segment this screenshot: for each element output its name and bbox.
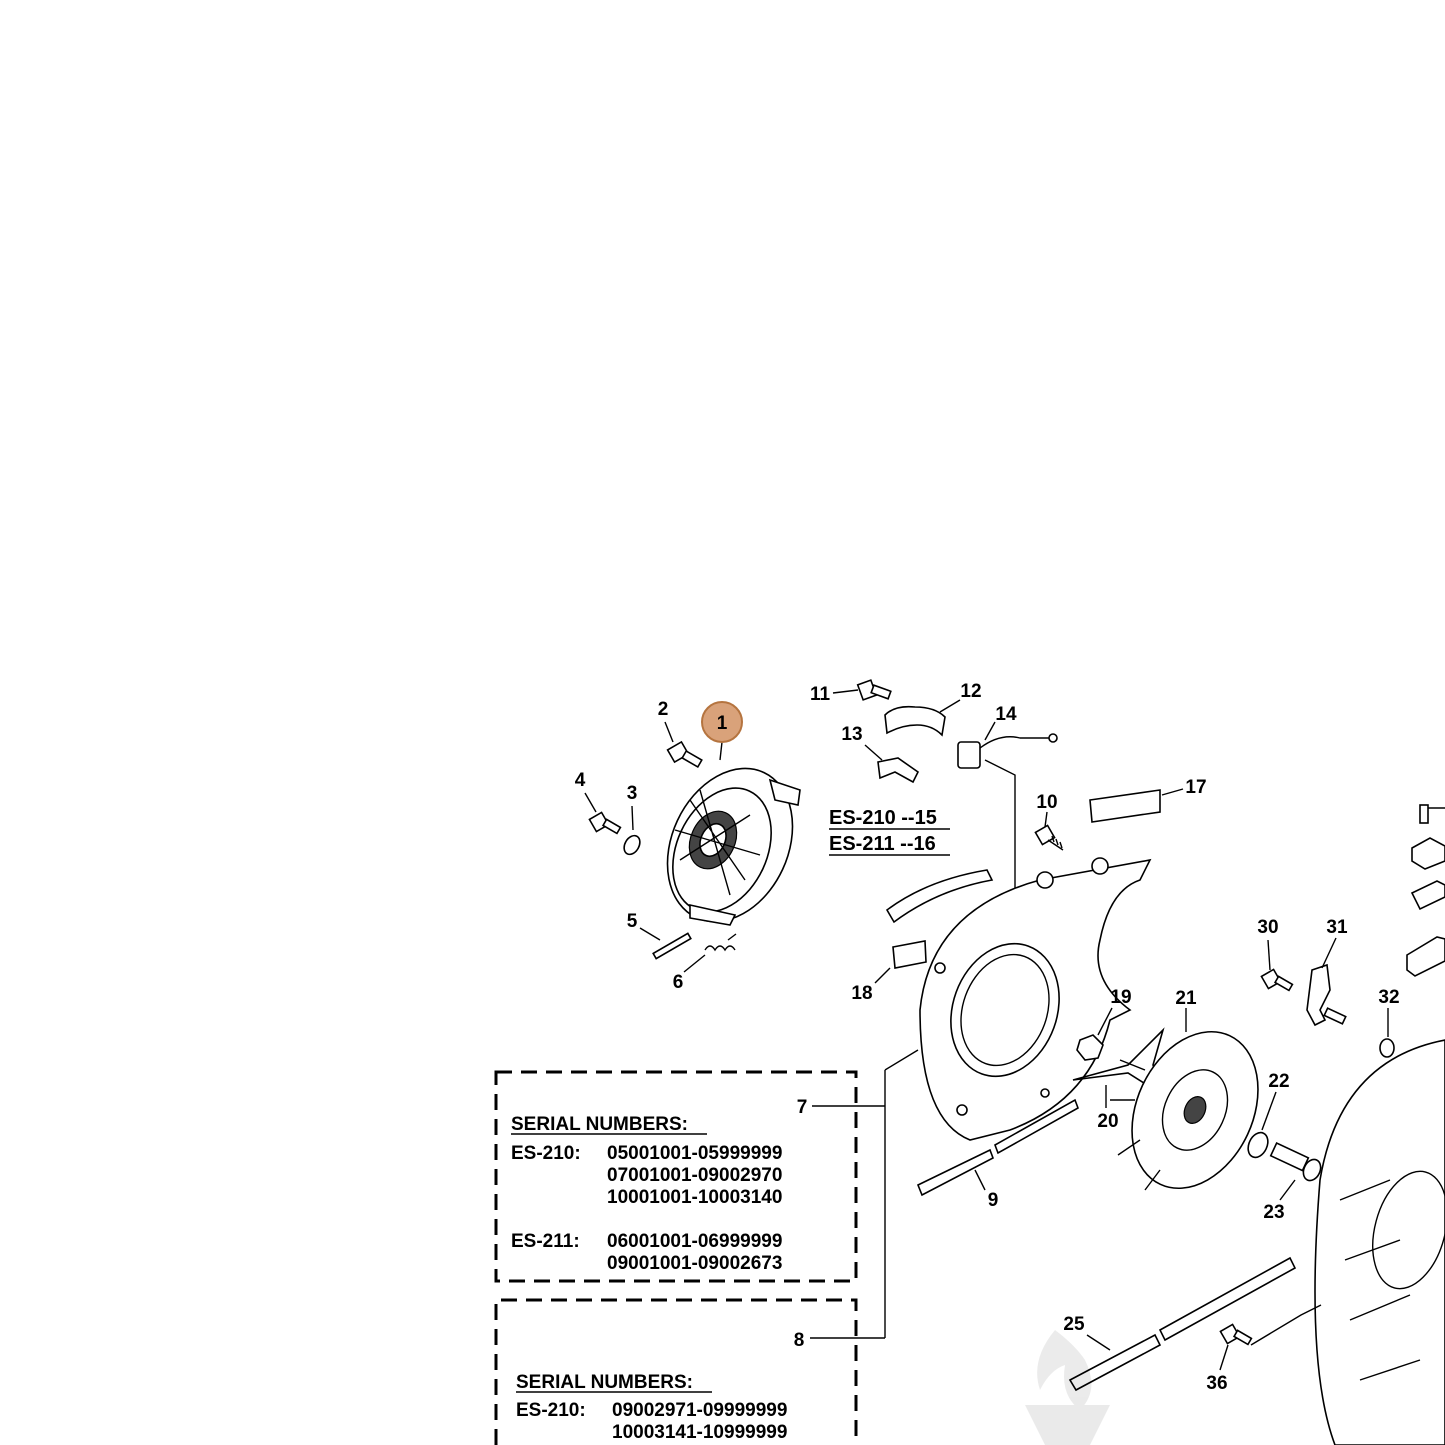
bracket-leader [884, 1049, 919, 1338]
callout-13: 13 [841, 724, 862, 745]
part-2-screw[interactable] [666, 740, 703, 769]
serial-box-2-a1: 09002971-09999999 [612, 1400, 787, 1421]
part-11-bolt[interactable] [856, 679, 892, 701]
callout-30: 30 [1257, 917, 1278, 938]
decal-strip[interactable] [885, 869, 994, 924]
leader-10 [1044, 811, 1048, 828]
part-10-screw[interactable] [1034, 824, 1064, 851]
leader-13 [864, 744, 883, 761]
leader-9 [974, 1169, 986, 1191]
callout-12: 12 [960, 681, 981, 702]
callout-14: 14 [995, 704, 1017, 725]
callout-8: 8 [794, 1330, 805, 1351]
leader-6 [683, 954, 706, 973]
callout-32: 32 [1378, 987, 1399, 1008]
leader-23 [1279, 1179, 1296, 1201]
leader-17 [1161, 788, 1184, 796]
watermark-logo [1025, 1330, 1110, 1445]
part-14-switch[interactable] [957, 733, 1058, 769]
serial-box-1-title: SERIAL NUMBERS: [511, 1114, 688, 1135]
callout-5: 5 [627, 911, 638, 932]
callout-36: 36 [1206, 1373, 1227, 1394]
part-19-nut[interactable] [1076, 1034, 1104, 1061]
part-36-screw[interactable] [1219, 1304, 1322, 1346]
callout-19: 19 [1110, 987, 1131, 1008]
part-30-screw[interactable] [1260, 968, 1294, 992]
callout-25: 25 [1063, 1314, 1085, 1335]
right-edge-parts[interactable] [1314, 804, 1445, 1445]
serial-box-1-a1: 05001001-05999999 [607, 1143, 782, 1164]
callout-2: 2 [658, 699, 669, 720]
leader-19 [1097, 1007, 1113, 1036]
leader-18 [874, 967, 891, 984]
callout-6: 6 [673, 972, 684, 993]
callout-11: 11 [810, 684, 831, 705]
callout-3: 3 [627, 783, 638, 804]
serial-box-1-model-a: ES-210: [511, 1143, 581, 1164]
part-4-screw[interactable] [588, 811, 622, 835]
callout-4: 4 [575, 770, 586, 791]
serial-box-1-a3: 10001001-10003140 [607, 1187, 782, 1208]
part-20-deflector[interactable] [1072, 1027, 1165, 1097]
recoil-starter-housing[interactable] [644, 748, 817, 942]
part-22-washer[interactable] [1244, 1129, 1271, 1160]
part-5-pin[interactable] [652, 932, 692, 960]
serial-box-1 [494, 1070, 858, 1283]
serial-box-2-model-a: ES-210: [516, 1400, 586, 1421]
part-9-seal-strip[interactable] [916, 1098, 1079, 1197]
leader-30 [1267, 939, 1271, 971]
leader-25 [1086, 1334, 1111, 1351]
callout-31: 31 [1326, 917, 1348, 938]
part-31-sensor[interactable] [1306, 963, 1347, 1027]
part-7-fan-housing[interactable] [919, 857, 1152, 1141]
leader-4 [584, 792, 597, 813]
callout-17: 17 [1185, 777, 1206, 798]
leader-36 [1219, 1344, 1229, 1371]
part-32-o-ring[interactable] [1379, 1038, 1395, 1058]
leader-2 [664, 721, 674, 743]
part-21-fan-wheel[interactable] [1108, 1011, 1282, 1209]
leader-14 [984, 721, 996, 741]
serial-box-2 [494, 1298, 858, 1445]
variant-es210: ES-210 --15 [829, 807, 937, 829]
leader-11 [832, 689, 859, 694]
serial-box-1-a2: 07001001-09002970 [607, 1165, 782, 1186]
variant-es211: ES-211 --16 [829, 833, 936, 855]
part-25-seal-strip[interactable] [1068, 1256, 1297, 1392]
part-17-label[interactable] [1089, 789, 1161, 823]
leader-12 [939, 699, 961, 713]
callout-22: 22 [1268, 1071, 1289, 1092]
callout-9: 9 [988, 1190, 999, 1211]
part-23-nut[interactable] [1269, 1141, 1324, 1183]
serial-box-1-model-b: ES-211: [511, 1231, 580, 1252]
serial-box-1-b1: 06001001-06999999 [607, 1231, 782, 1252]
leader-22 [1261, 1091, 1277, 1131]
callout-10: 10 [1036, 792, 1057, 813]
part-6-spring[interactable] [704, 933, 737, 952]
leader-5 [639, 927, 661, 941]
callout-7: 7 [797, 1097, 808, 1118]
serial-box-2-a2: 10003141-10999999 [612, 1422, 787, 1443]
callout-21: 21 [1175, 988, 1197, 1009]
callout-20: 20 [1097, 1111, 1118, 1132]
leader-1 [719, 741, 723, 761]
leader-14-to-housing [984, 759, 1016, 900]
highlight-circle[interactable] [701, 701, 743, 743]
part-13-bracket[interactable] [877, 757, 920, 784]
callout-1: 1 [717, 713, 728, 734]
serial-box-2-title: SERIAL NUMBERS: [516, 1372, 693, 1393]
part-3-washer[interactable] [621, 833, 643, 857]
leader-31 [1321, 937, 1337, 969]
part-18-label[interactable] [892, 940, 927, 969]
leader-3 [631, 805, 634, 831]
callout-23: 23 [1263, 1202, 1284, 1223]
serial-box-1-b2: 09001001-09002673 [607, 1253, 782, 1274]
part-12-clamp[interactable] [884, 705, 946, 737]
callout-18: 18 [851, 983, 872, 1004]
